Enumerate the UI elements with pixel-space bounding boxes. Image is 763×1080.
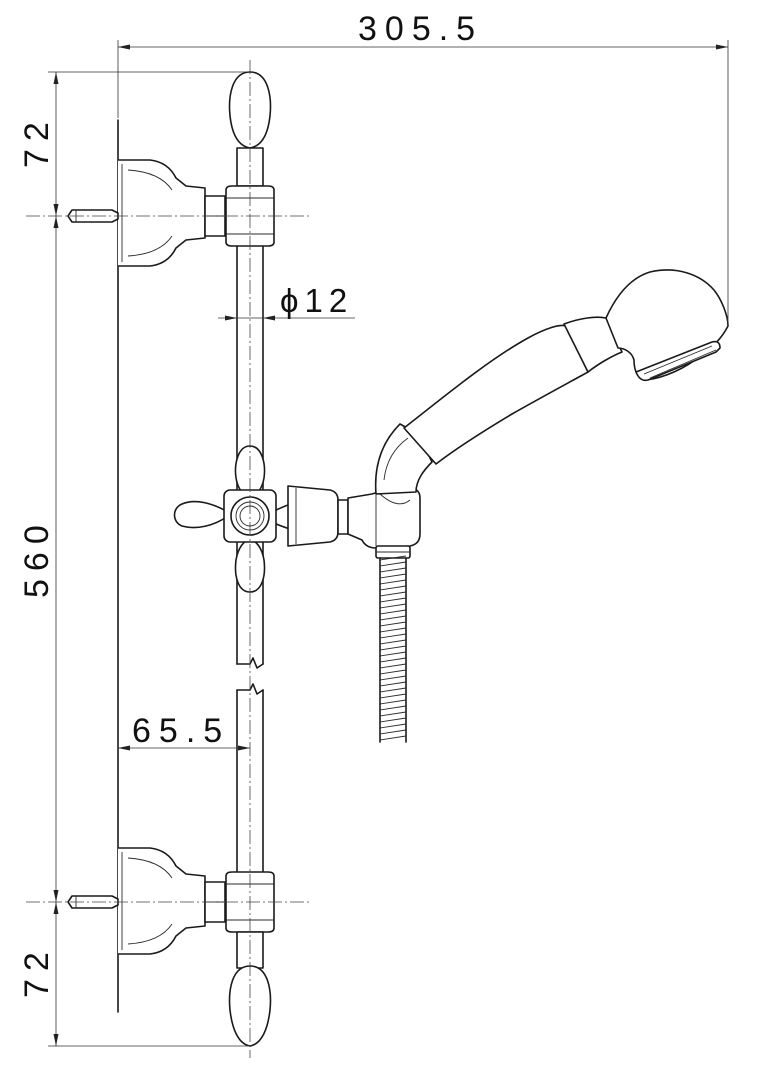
dim-bar-length-label: 560	[18, 517, 56, 598]
bottom-wall-bracket	[67, 847, 226, 955]
center-lines	[26, 60, 312, 1058]
hand-shower	[403, 269, 729, 465]
shower-hose	[379, 555, 407, 743]
dimension-lines	[48, 40, 729, 1047]
dim-bar-diameter-label: ϕ12	[280, 282, 353, 319]
slider-cross-handle	[173, 445, 349, 593]
dim-top-offset-label: 72	[18, 114, 56, 168]
dim-overall-width-label: 305.5	[358, 10, 483, 48]
dim-bottom-offset-label: 72	[18, 944, 56, 998]
dim-wall-to-bar-label: 65.5	[132, 712, 230, 750]
top-wall-bracket	[67, 159, 226, 267]
handset-holder	[347, 423, 433, 559]
